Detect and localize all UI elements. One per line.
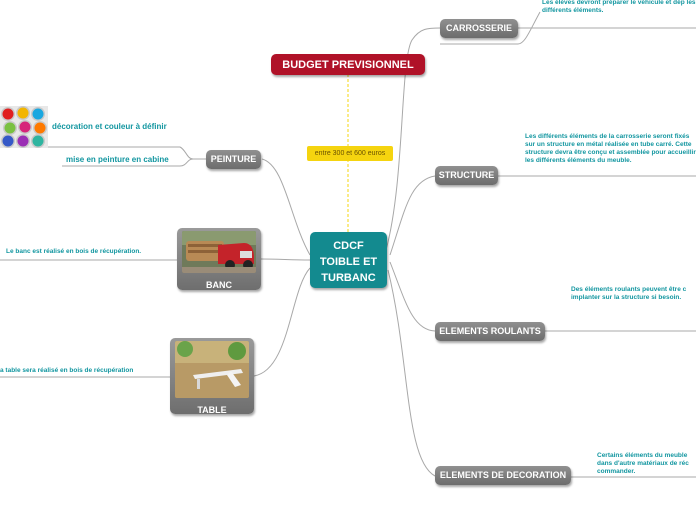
note-structure: Les différents éléments de la carrosseri…: [525, 133, 696, 164]
central-topic-line1: CDCF: [333, 240, 364, 252]
central-topic[interactable]: CDCF TOIBLE ET TURBANC: [310, 232, 387, 288]
branch-carrosserie[interactable]: CARROSSERIE: [440, 19, 518, 38]
peinture-sub-decoration[interactable]: décoration et couleur à définir: [52, 122, 167, 131]
bench-car-image: [182, 231, 256, 273]
note-banc: Le banc est réalisé en bois de récupérat…: [6, 248, 142, 255]
branch-table-label: TABLE: [197, 405, 227, 415]
branch-structure[interactable]: STRUCTURE: [435, 166, 498, 185]
branch-roulants-label: ELEMENTS ROULANTS: [439, 326, 541, 336]
note-roulants: Des éléments roulants peuvent être c imp…: [571, 286, 687, 301]
budget-note[interactable]: entre 300 et 600 euros: [307, 146, 393, 161]
central-topic-line2: TOIBLE ET: [319, 256, 378, 268]
budget-note-text: entre 300 et 600 euros: [314, 150, 386, 157]
branch-banc[interactable]: BANC: [177, 228, 261, 290]
peinture-sub-cabine[interactable]: mise en peinture en cabine: [66, 155, 169, 164]
budget-topic[interactable]: BUDGET PREVISIONNEL: [271, 54, 425, 75]
branch-carrosserie-label: CARROSSERIE: [445, 23, 512, 33]
note-decoration: Certains éléments du meuble dans d'autre…: [597, 452, 689, 475]
paint-cans-image: [0, 106, 48, 148]
branch-peinture-label: PEINTURE: [210, 154, 257, 164]
table-image: [175, 341, 249, 398]
note-table: a table sera réalisé en bois de récupéra…: [0, 367, 134, 374]
branch-banc-label: BANC: [206, 280, 232, 290]
branch-decoration-label: ELEMENTS DE DECORATION: [439, 470, 567, 480]
branch-structure-label: STRUCTURE: [438, 170, 495, 180]
branch-elements-roulants[interactable]: ELEMENTS ROULANTS: [435, 322, 545, 341]
note-carrosserie: Les élèves devront préparer le véhicule …: [542, 0, 696, 14]
branch-elements-decoration[interactable]: ELEMENTS DE DECORATION: [435, 466, 571, 485]
branch-table[interactable]: TABLE: [170, 338, 254, 415]
central-topic-line3: TURBANC: [321, 272, 376, 284]
budget-title: BUDGET PREVISIONNEL: [282, 59, 414, 71]
branch-peinture[interactable]: PEINTURE: [206, 150, 261, 169]
